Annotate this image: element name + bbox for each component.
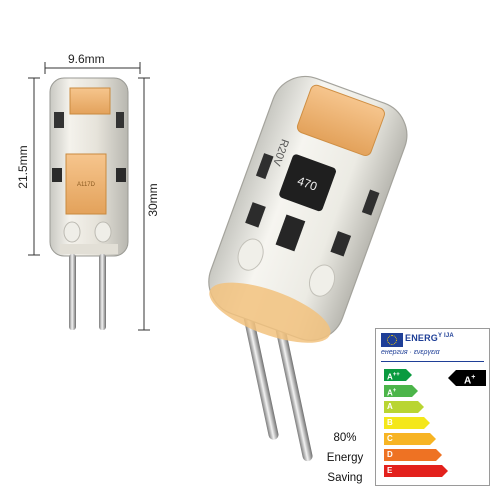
energy-saving-text: 80% Energy Saving (300, 428, 390, 488)
dimension-body-height-line (28, 77, 40, 256)
energy-efficiency-label: ENERGY IJA енергия · ενεργεια A++ A+ A B… (375, 328, 490, 486)
small-bulb-body: A117D (49, 77, 129, 257)
energy-class-a-plus: A+ (384, 385, 418, 398)
dimension-width-line (44, 62, 141, 74)
resistor-marking: 470 (295, 174, 319, 194)
energy-class-d: D (384, 449, 442, 461)
saving-energy-word: Energy (326, 452, 364, 464)
width-dimension-label: 9.6mm (68, 52, 105, 66)
energy-class-a: A (384, 401, 424, 413)
eu-flag-icon (381, 333, 403, 347)
body-height-dimension-label: 21.5mm (16, 145, 30, 189)
energy-class-c: C (384, 433, 436, 445)
saving-percent: 80% (333, 432, 357, 444)
small-bulb-pins (69, 254, 106, 330)
energy-rating-badge: A+ (448, 370, 486, 386)
energy-label-divider (381, 361, 484, 362)
energy-class-b: B (384, 417, 430, 429)
large-bulb-illustration: 470 R20V (208, 75, 408, 462)
energy-label-title: ENERGY IJA (405, 333, 454, 343)
saving-word: Saving (327, 472, 363, 484)
energy-class-a-plus-plus: A++ (384, 369, 412, 382)
energy-label-header: ENERGY IJA енергия · ενεργεια (381, 333, 484, 361)
total-height-dimension-label: 30mm (146, 183, 160, 217)
dimension-total-height-line (138, 77, 150, 331)
energy-class-e: E (384, 465, 448, 477)
small-chip-marking: A117D (77, 182, 96, 188)
energy-label-subtitle: енергия · ενεργεια (381, 349, 440, 356)
